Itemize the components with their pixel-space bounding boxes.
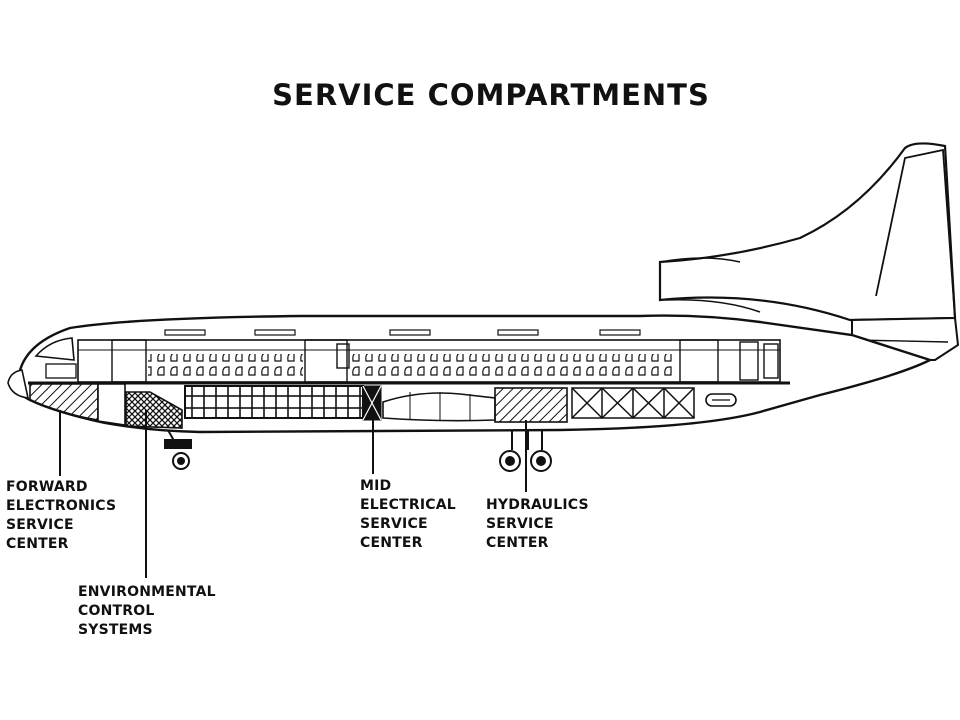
diagram-title: SERVICE COMPARTMENTS: [272, 78, 710, 112]
nose-landing-gear: [164, 429, 192, 470]
forward-cargo-hold: [184, 385, 364, 419]
aft-access-door: [705, 393, 737, 407]
tail-fin: [658, 142, 957, 322]
tail-fin-rudder: [875, 148, 956, 319]
seat-rows-aft: [352, 354, 677, 380]
label-forward-electronics: FORWARD ELECTRONICS SERVICE CENTER: [6, 479, 117, 552]
nose-gear-well: [97, 383, 126, 426]
forward-electronics-bay: [29, 383, 99, 421]
label-hydraulics: HYDRAULICS SERVICE CENTER: [486, 497, 589, 551]
label-environmental-control: ENVIRONMENTAL CONTROL SYSTEMS: [78, 584, 216, 638]
nose-cone: [7, 369, 30, 399]
environmental-control-bay: [125, 391, 183, 429]
tail-engine-intake: [659, 257, 761, 313]
leader-lines: [59, 410, 527, 578]
hydraulics-bay: [494, 387, 568, 423]
cockpit-window: [34, 337, 75, 361]
label-mid-electrical: MID ELECTRICAL SERVICE CENTER: [360, 478, 456, 551]
window-strip: [164, 329, 641, 336]
seat-rows-forward: [148, 354, 303, 380]
wing-center-section: [382, 392, 496, 422]
aft-cargo-hold: [571, 387, 695, 419]
main-landing-gear: [499, 430, 552, 472]
